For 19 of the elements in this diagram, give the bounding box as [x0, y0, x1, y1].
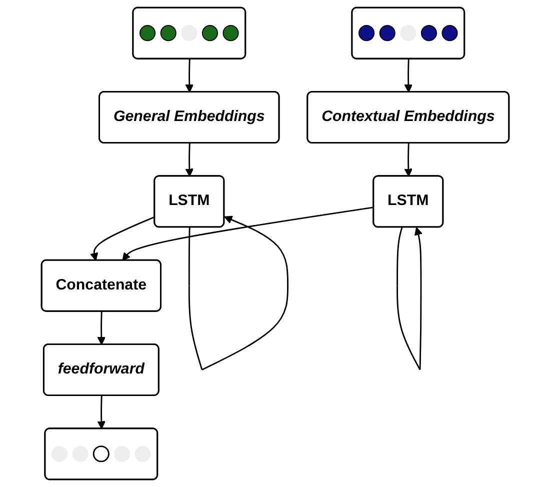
- process-box: Contextual Embeddings: [306, 91, 510, 144]
- process-box: LSTM: [154, 175, 225, 228]
- process-box: LSTM: [372, 175, 444, 228]
- process-box: Concatenate: [41, 259, 162, 312]
- arrow: [98, 312, 106, 346]
- vector-box: [44, 428, 158, 480]
- arrow: [186, 143, 194, 177]
- arrow: [396, 227, 423, 370]
- vector-box: [351, 6, 466, 60]
- arrow: [404, 143, 413, 177]
- arrow: [186, 59, 194, 93]
- vector-box: [132, 6, 246, 60]
- process-box: General Embeddings: [98, 91, 280, 144]
- arrow: [404, 59, 413, 93]
- arrow: [90, 216, 156, 261]
- arrow: [98, 396, 106, 430]
- arrow: [188, 216, 289, 370]
- process-box: feedforward: [43, 344, 160, 396]
- arrow: [122, 206, 374, 261]
